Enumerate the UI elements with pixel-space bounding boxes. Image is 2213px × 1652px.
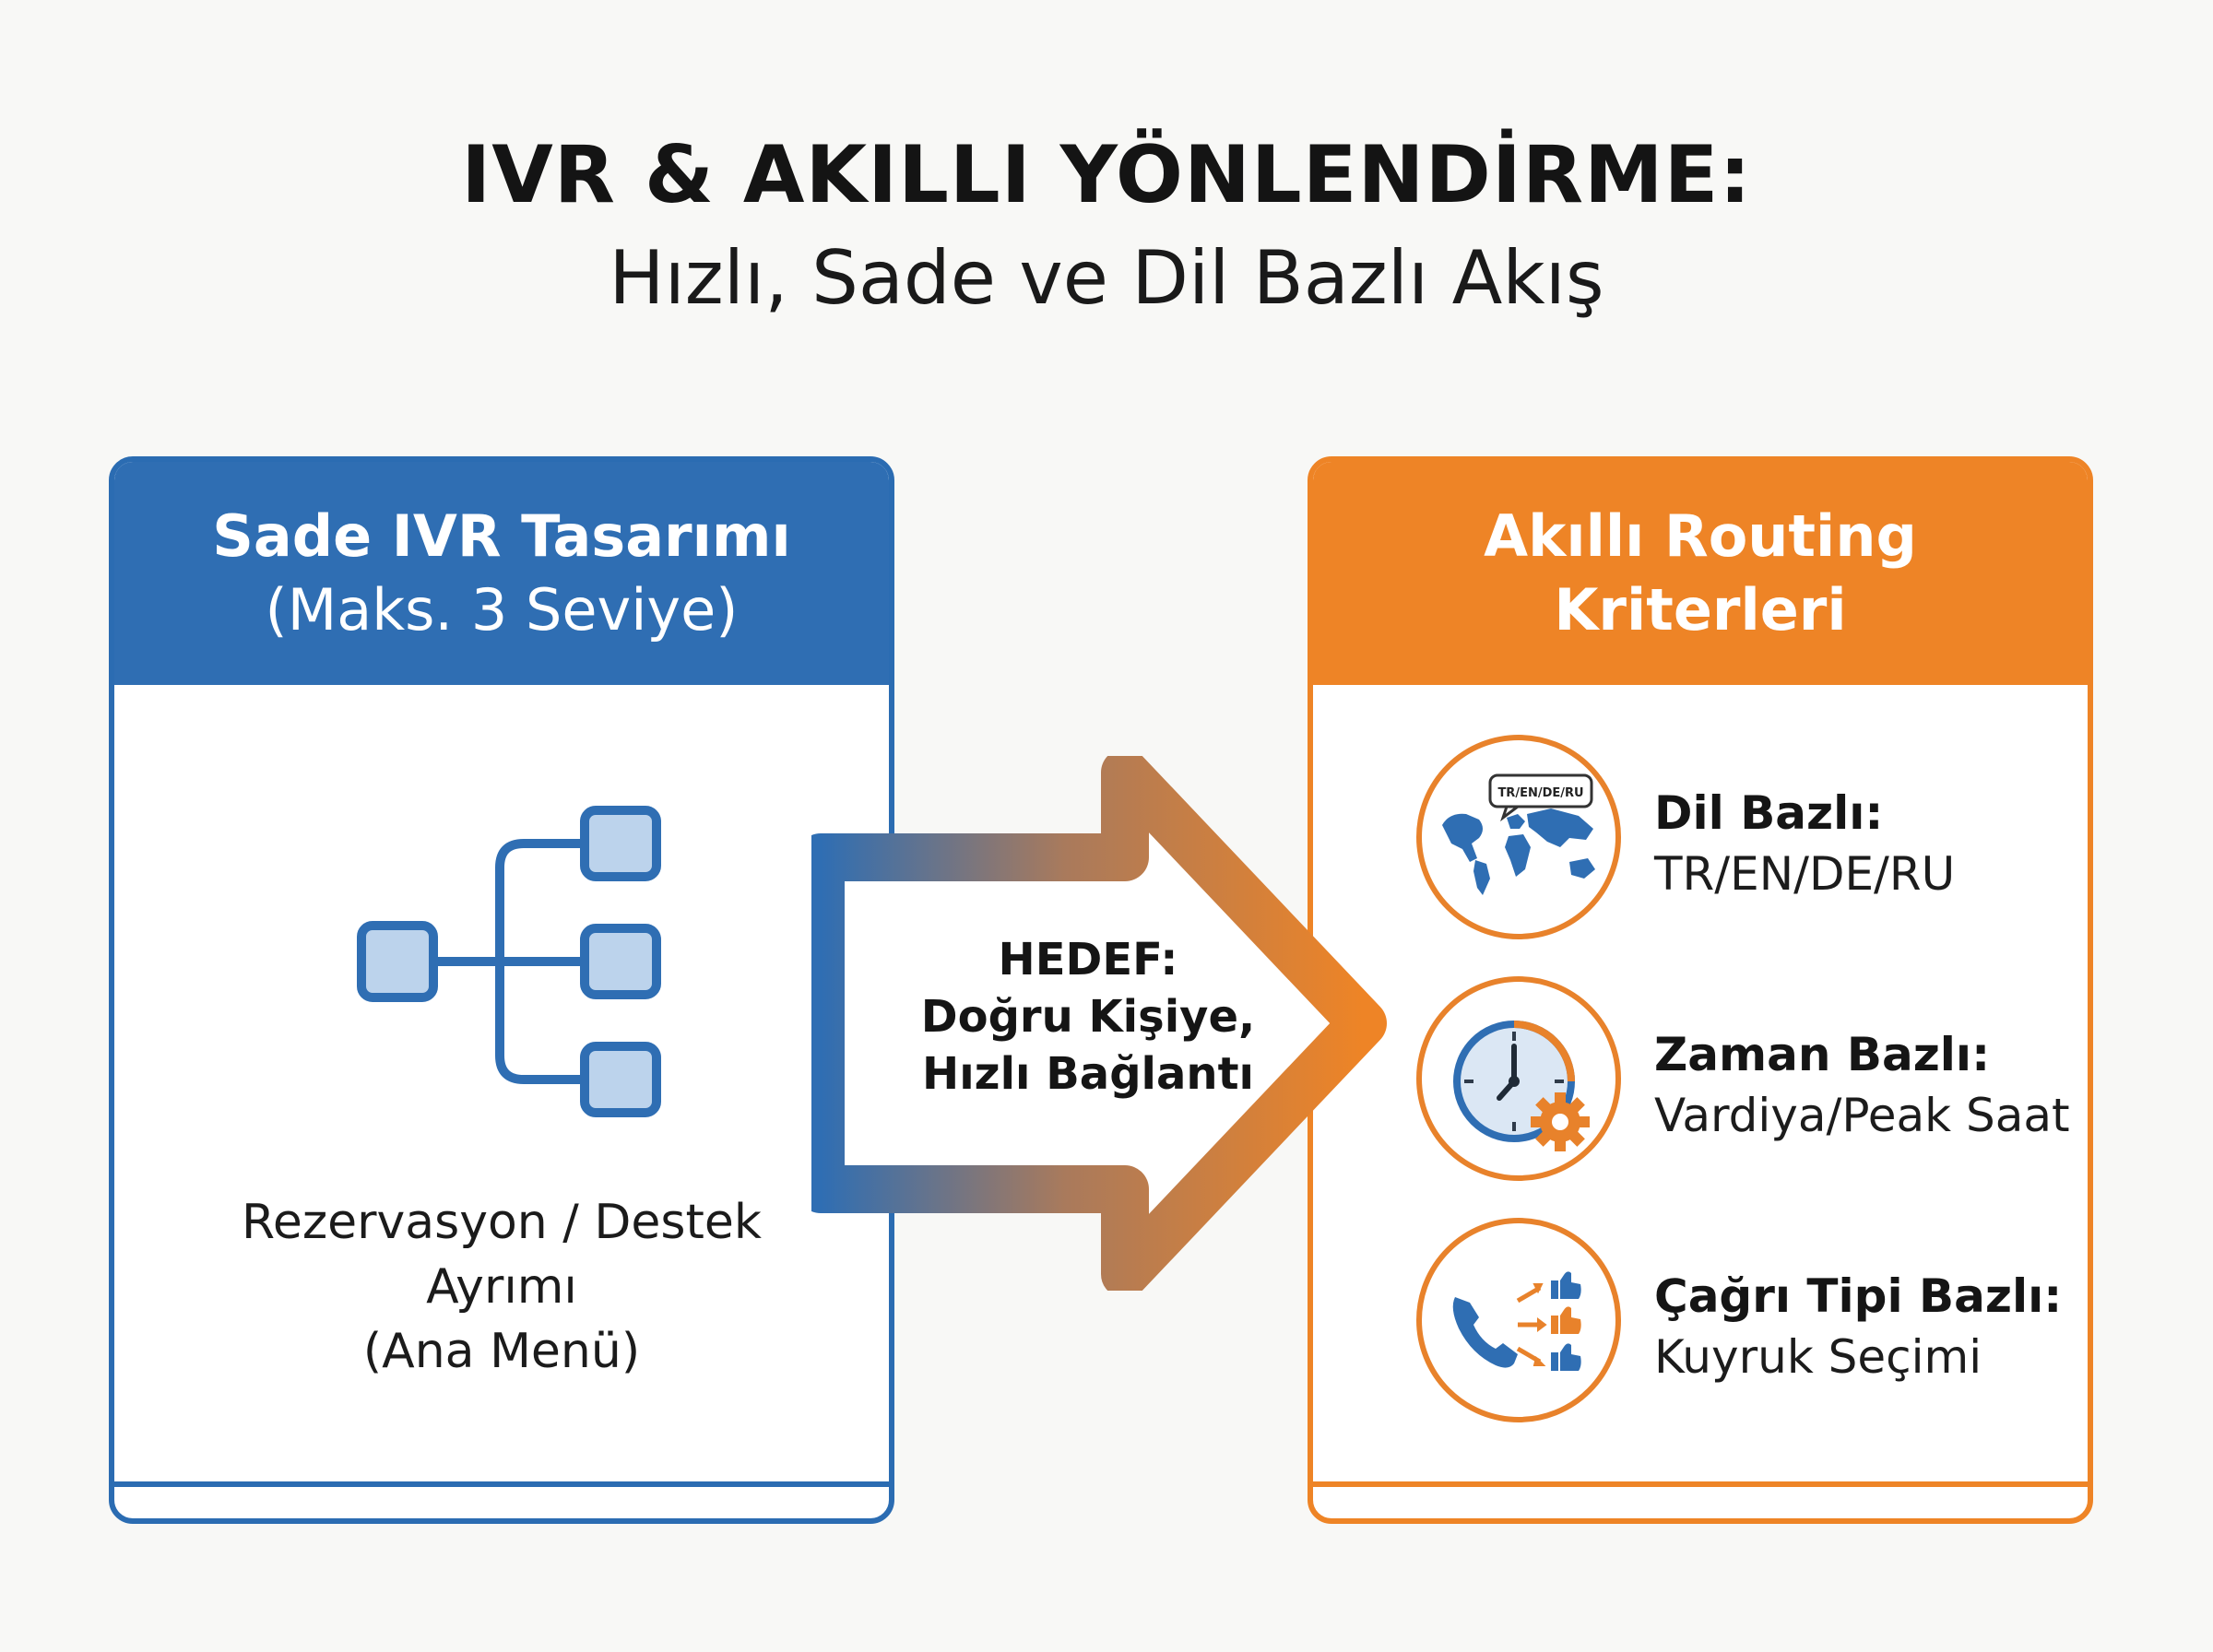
criterion-language-label: Dil Bazlı: — [1654, 786, 1884, 840]
criterion-language-text: Dil Bazlı: TR/EN/DE/RU — [1654, 783, 1955, 904]
ivr-panel-footer — [114, 1481, 889, 1518]
world-map-icon: TR/EN/DE/RU — [1416, 735, 1621, 939]
page-title: IVR & AKILLI YÖNLENDİRME: — [461, 129, 1752, 221]
page-subtitle: Hızlı, Sade ve Dil Bazlı Akış — [609, 235, 1604, 321]
arrow-line-2: Doğru Kişiye, — [920, 991, 1256, 1043]
criterion-language-value: TR/EN/DE/RU — [1654, 847, 1956, 901]
criterion-language: TR/EN/DE/RU Dil Bazlı: TR/EN/DE/RU — [1416, 735, 2080, 947]
phone-routing-icon — [1416, 1218, 1621, 1422]
arrow-line-1: HEDEF: — [998, 934, 1178, 985]
clock-gear-icon — [1416, 976, 1621, 1181]
ivr-caption-line-2: Ayrımı — [426, 1259, 577, 1315]
language-badge: TR/EN/DE/RU — [1497, 786, 1583, 800]
ivr-panel-header: Sade IVR Tasarımı (Maks. 3 Seviye) — [114, 462, 889, 685]
routing-panel-title-line-2: Kriterleri — [1554, 576, 1847, 643]
ivr-caption-line-3: (Ana Menü) — [362, 1324, 641, 1379]
routing-criteria-panel: Akıllı Routing Kriterleri TR/EN/DE/RU Di… — [1308, 456, 2093, 1524]
criterion-call-type-value: Kuyruk Seçimi — [1654, 1330, 1982, 1384]
flow-arrow-label: HEDEF: Doğru Kişiye, Hızlı Bağlantı — [885, 931, 1291, 1103]
ivr-design-panel: Sade IVR Tasarımı (Maks. 3 Seviye) Rezer… — [109, 456, 894, 1524]
arrow-line-3: Hızlı Bağlantı — [922, 1048, 1254, 1100]
ivr-caption: Rezervasyon / Destek Ayrımı (Ana Menü) — [114, 1190, 889, 1384]
criterion-time-label: Zaman Bazlı: — [1654, 1028, 1991, 1081]
criterion-time-text: Zaman Bazlı: Vardiya/Peak Saat — [1654, 1024, 2070, 1146]
criterion-call-type: Çağrı Tipi Bazlı: Kuyruk Seçimi — [1416, 1218, 2080, 1430]
ivr-panel-subtitle: (Maks. 3 Seviye) — [265, 576, 739, 643]
menu-tree-icon — [357, 806, 661, 1117]
routing-panel-header: Akıllı Routing Kriterleri — [1313, 462, 2088, 685]
flow-arrow-icon — [811, 756, 1387, 1291]
criterion-call-type-label: Çağrı Tipi Bazlı: — [1654, 1269, 2063, 1323]
criterion-time-value: Vardiya/Peak Saat — [1654, 1089, 2070, 1142]
routing-panel-footer — [1313, 1481, 2088, 1518]
criterion-time: Zaman Bazlı: Vardiya/Peak Saat — [1416, 976, 2080, 1188]
routing-panel-title-line-1: Akıllı Routing — [1484, 502, 1917, 570]
ivr-caption-line-1: Rezervasyon / Destek — [242, 1195, 762, 1250]
ivr-panel-title: Sade IVR Tasarımı — [212, 502, 791, 570]
criterion-call-type-text: Çağrı Tipi Bazlı: Kuyruk Seçimi — [1654, 1266, 2062, 1387]
